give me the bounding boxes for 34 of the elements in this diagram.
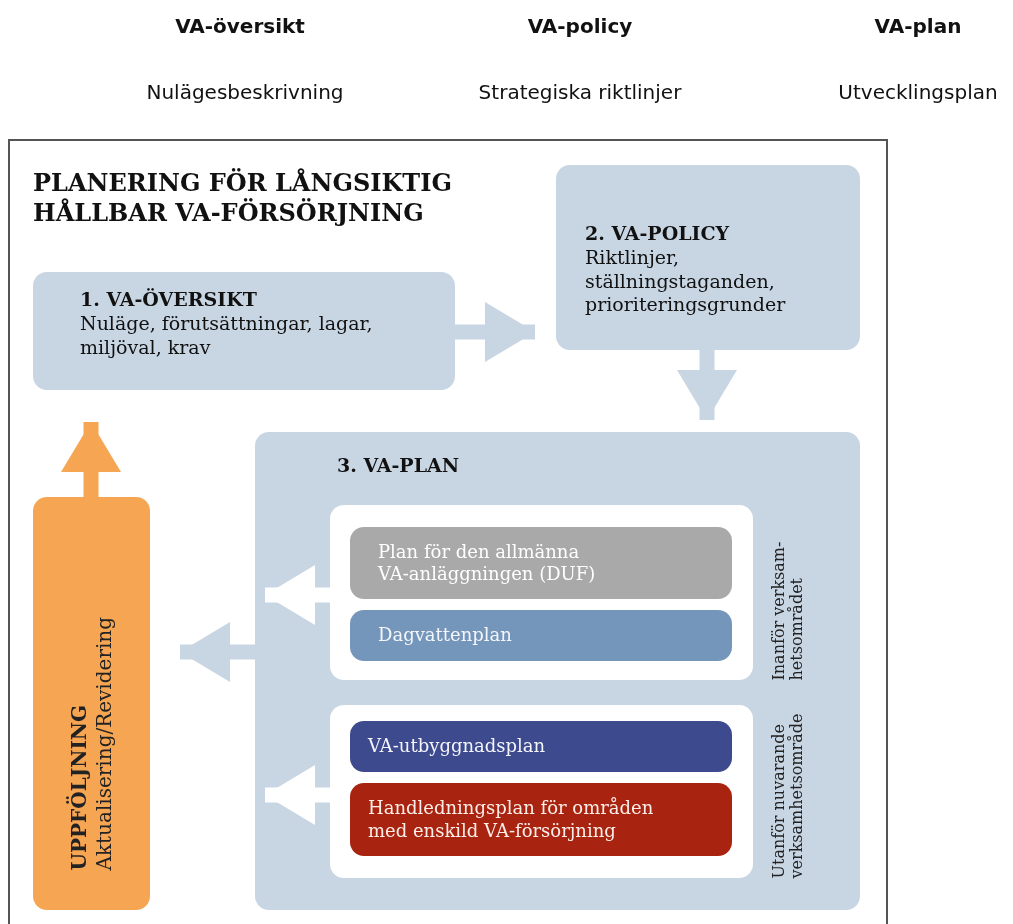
box-heading: 3. VA-PLAN — [337, 454, 461, 478]
process-box — [556, 165, 860, 350]
side-label: Inanför verksam- hetsområdet — [769, 540, 807, 680]
column-heading: VA-plan — [874, 14, 962, 38]
column-subheading: Utvecklingsplan — [838, 80, 998, 104]
plan-box — [350, 783, 732, 856]
box-text: VA-utbyggnadsplan — [368, 735, 547, 758]
column-heading: VA-policy — [527, 14, 633, 38]
box-text: Plan för den allmänna VA-anläggningen (DUF) — [378, 540, 597, 586]
block-arrow — [455, 302, 535, 362]
block-arrow — [677, 350, 737, 420]
box-heading: 2. VA-POLICY — [585, 222, 731, 246]
box-text: Dagvattenplan — [378, 624, 513, 647]
box-text: Nuläge, förutsättningar, lagar, miljöval, krav — [80, 311, 374, 360]
box-text: Aktualisering/Revidering — [91, 615, 117, 870]
side-label: Utanför nuvarande verksamhetsområde — [769, 712, 807, 878]
box-heading: 1. VA-ÖVERSIKT — [80, 288, 258, 312]
plan-box — [350, 527, 732, 599]
block-arrow — [180, 622, 255, 682]
block-arrow — [265, 765, 330, 825]
process-box — [33, 272, 455, 390]
box-text: Riktlinjer, ställningstaganden, prioriteringsgrunder — [585, 245, 787, 317]
block-arrow — [265, 565, 330, 625]
box-text: Handledningsplan för områden med enskild VA-försörjning — [368, 797, 655, 842]
column-subheading: Nulägesbeskrivning — [146, 80, 344, 104]
diagram-title: PLANERING FÖR LÅNGSIKTIG HÅLLBAR VA-FÖRSÖRJNING — [33, 168, 453, 228]
plan-box — [350, 721, 732, 772]
column-heading: VA-översikt — [175, 14, 305, 38]
plan-box — [350, 610, 732, 661]
box-heading: UPPFÖLJNING — [66, 703, 92, 870]
block-arrow — [61, 422, 121, 497]
plan-panel — [255, 432, 860, 910]
column-subheading: Strategiska riktlinjer — [478, 80, 682, 104]
followup-box — [33, 497, 150, 910]
